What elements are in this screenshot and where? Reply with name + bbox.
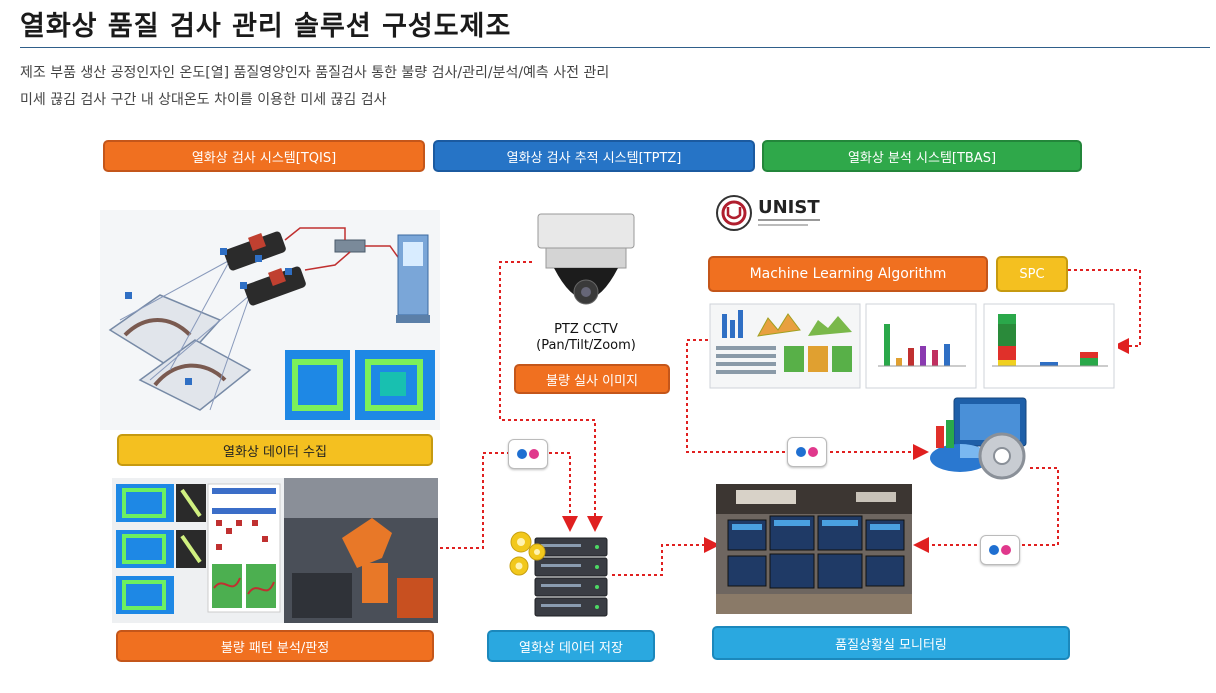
dots-badge-storage: [508, 439, 548, 469]
data-storage-label: 열화상 데이터 저장: [487, 630, 655, 662]
ptz-camera-detail: (Pan/Tilt/Zoom): [536, 338, 636, 353]
arrow-storage-to-monitoring: [612, 537, 720, 576]
defect-image-label: 불량 실사 이미지: [514, 364, 670, 394]
storage-server-image: [505, 530, 615, 625]
dots-badge-monitoring: [980, 535, 1020, 565]
description-line-2: 미세 끊김 검사 구간 내 상대온도 차이를 이용한 미세 끊김 검사: [20, 92, 387, 108]
defect-pattern-label: 불량 패턴 분석/판정: [116, 630, 434, 662]
monitoring-room-image: [716, 484, 912, 614]
storage-server-drawing: [509, 531, 608, 617]
analysis-dashboard-drawing: [709, 303, 1115, 389]
dots-badge-ml: [787, 437, 827, 467]
system-label-tptz: 열화상 검사 추적 시스템[TPTZ]: [433, 140, 755, 172]
analysis-dashboard-image: [708, 300, 1118, 392]
monitoring-room-drawing: [716, 484, 912, 614]
defect-pattern-image: [112, 478, 438, 623]
system-label-tqis: 열화상 검사 시스템[TQIS]: [103, 140, 425, 172]
arrow-collection-to-storage: [440, 452, 578, 549]
quality-monitoring-label: 품질상황실 모니터링: [712, 626, 1070, 660]
system-label-tbas: 열화상 분석 시스템[TBAS]: [762, 140, 1082, 172]
unist-logo: UNIST: [714, 193, 824, 233]
data-collection-label: 열화상 데이터 수집: [117, 434, 433, 466]
title-divider: [20, 47, 1210, 48]
ml-algorithm-label: Machine Learning Algorithm: [708, 256, 988, 292]
defect-pattern-drawing: [116, 478, 438, 623]
analysis-icon-drawing: [930, 397, 1027, 480]
page-title: 열화상 품질 검사 관리 솔루션 구성도제조: [20, 11, 512, 42]
arrow-spc-to-charts: [1068, 269, 1141, 354]
arrow-camera-to-storage: [499, 261, 603, 532]
unist-logo-text: UNIST: [758, 197, 820, 218]
camera-setup-drawing: [108, 227, 435, 420]
thermal-camera-setup-image: [100, 210, 440, 430]
unist-emblem-icon: [716, 195, 752, 231]
ptz-camera-drawing: [537, 213, 635, 305]
description-line-1: 제조 부품 생산 공정인자인 온도[열] 품질영양인자 품질검사 통한 불량 검…: [20, 65, 610, 81]
ptz-camera-image: [532, 212, 640, 322]
ptz-camera-name: PTZ CCTV: [554, 322, 618, 337]
spc-label: SPC: [996, 256, 1068, 292]
analysis-icon-image: [924, 396, 1032, 486]
